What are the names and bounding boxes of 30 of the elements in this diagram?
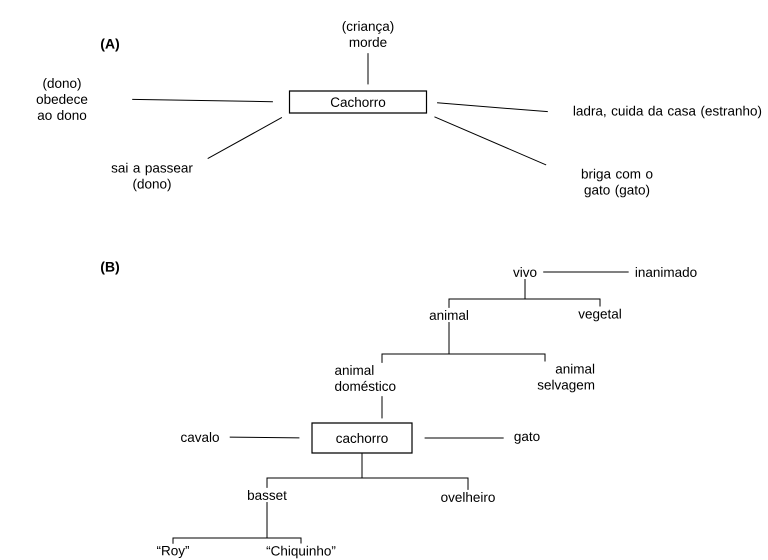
- connector-line: [229, 436, 300, 438]
- label-text: ladra, cuida da casa (estranho): [574, 106, 762, 118]
- connector-line: [362, 453, 468, 490]
- label-text: cavalo: [181, 432, 219, 442]
- label-text: “Roy”: [157, 546, 189, 558]
- connector-line: [448, 322, 546, 362]
- label-text: animal selvagem: [538, 364, 594, 392]
- panel-label: (B): [100, 261, 120, 275]
- concept-box: cachorro: [311, 422, 413, 454]
- label-text: “Chiquinho”: [266, 546, 336, 558]
- connector-line: [132, 98, 274, 102]
- connector-line: [266, 502, 302, 544]
- label-text: (dono) obedece ao dono: [36, 78, 88, 120]
- label-text: animal doméstico: [335, 365, 396, 391]
- connector-line: [207, 116, 282, 160]
- label-text: briga com o gato (gato): [582, 168, 652, 198]
- label-text: vivo: [513, 267, 536, 277]
- label-text: inanimado: [636, 267, 697, 277]
- label-text: (criança) morde: [342, 21, 394, 47]
- panel-label: (A): [100, 38, 120, 52]
- concept-box: Cachorro: [288, 90, 428, 114]
- label-text: sai a passear (dono): [111, 162, 193, 192]
- label-text: ovelheiro: [441, 492, 495, 502]
- connector-line: [524, 278, 600, 307]
- label-text: basset: [248, 490, 287, 500]
- label-text: vegetal: [578, 308, 621, 322]
- label-text: gato: [514, 432, 540, 444]
- connector-line: [434, 116, 547, 166]
- label-text: animal: [430, 310, 468, 320]
- connector-line: [436, 102, 548, 112]
